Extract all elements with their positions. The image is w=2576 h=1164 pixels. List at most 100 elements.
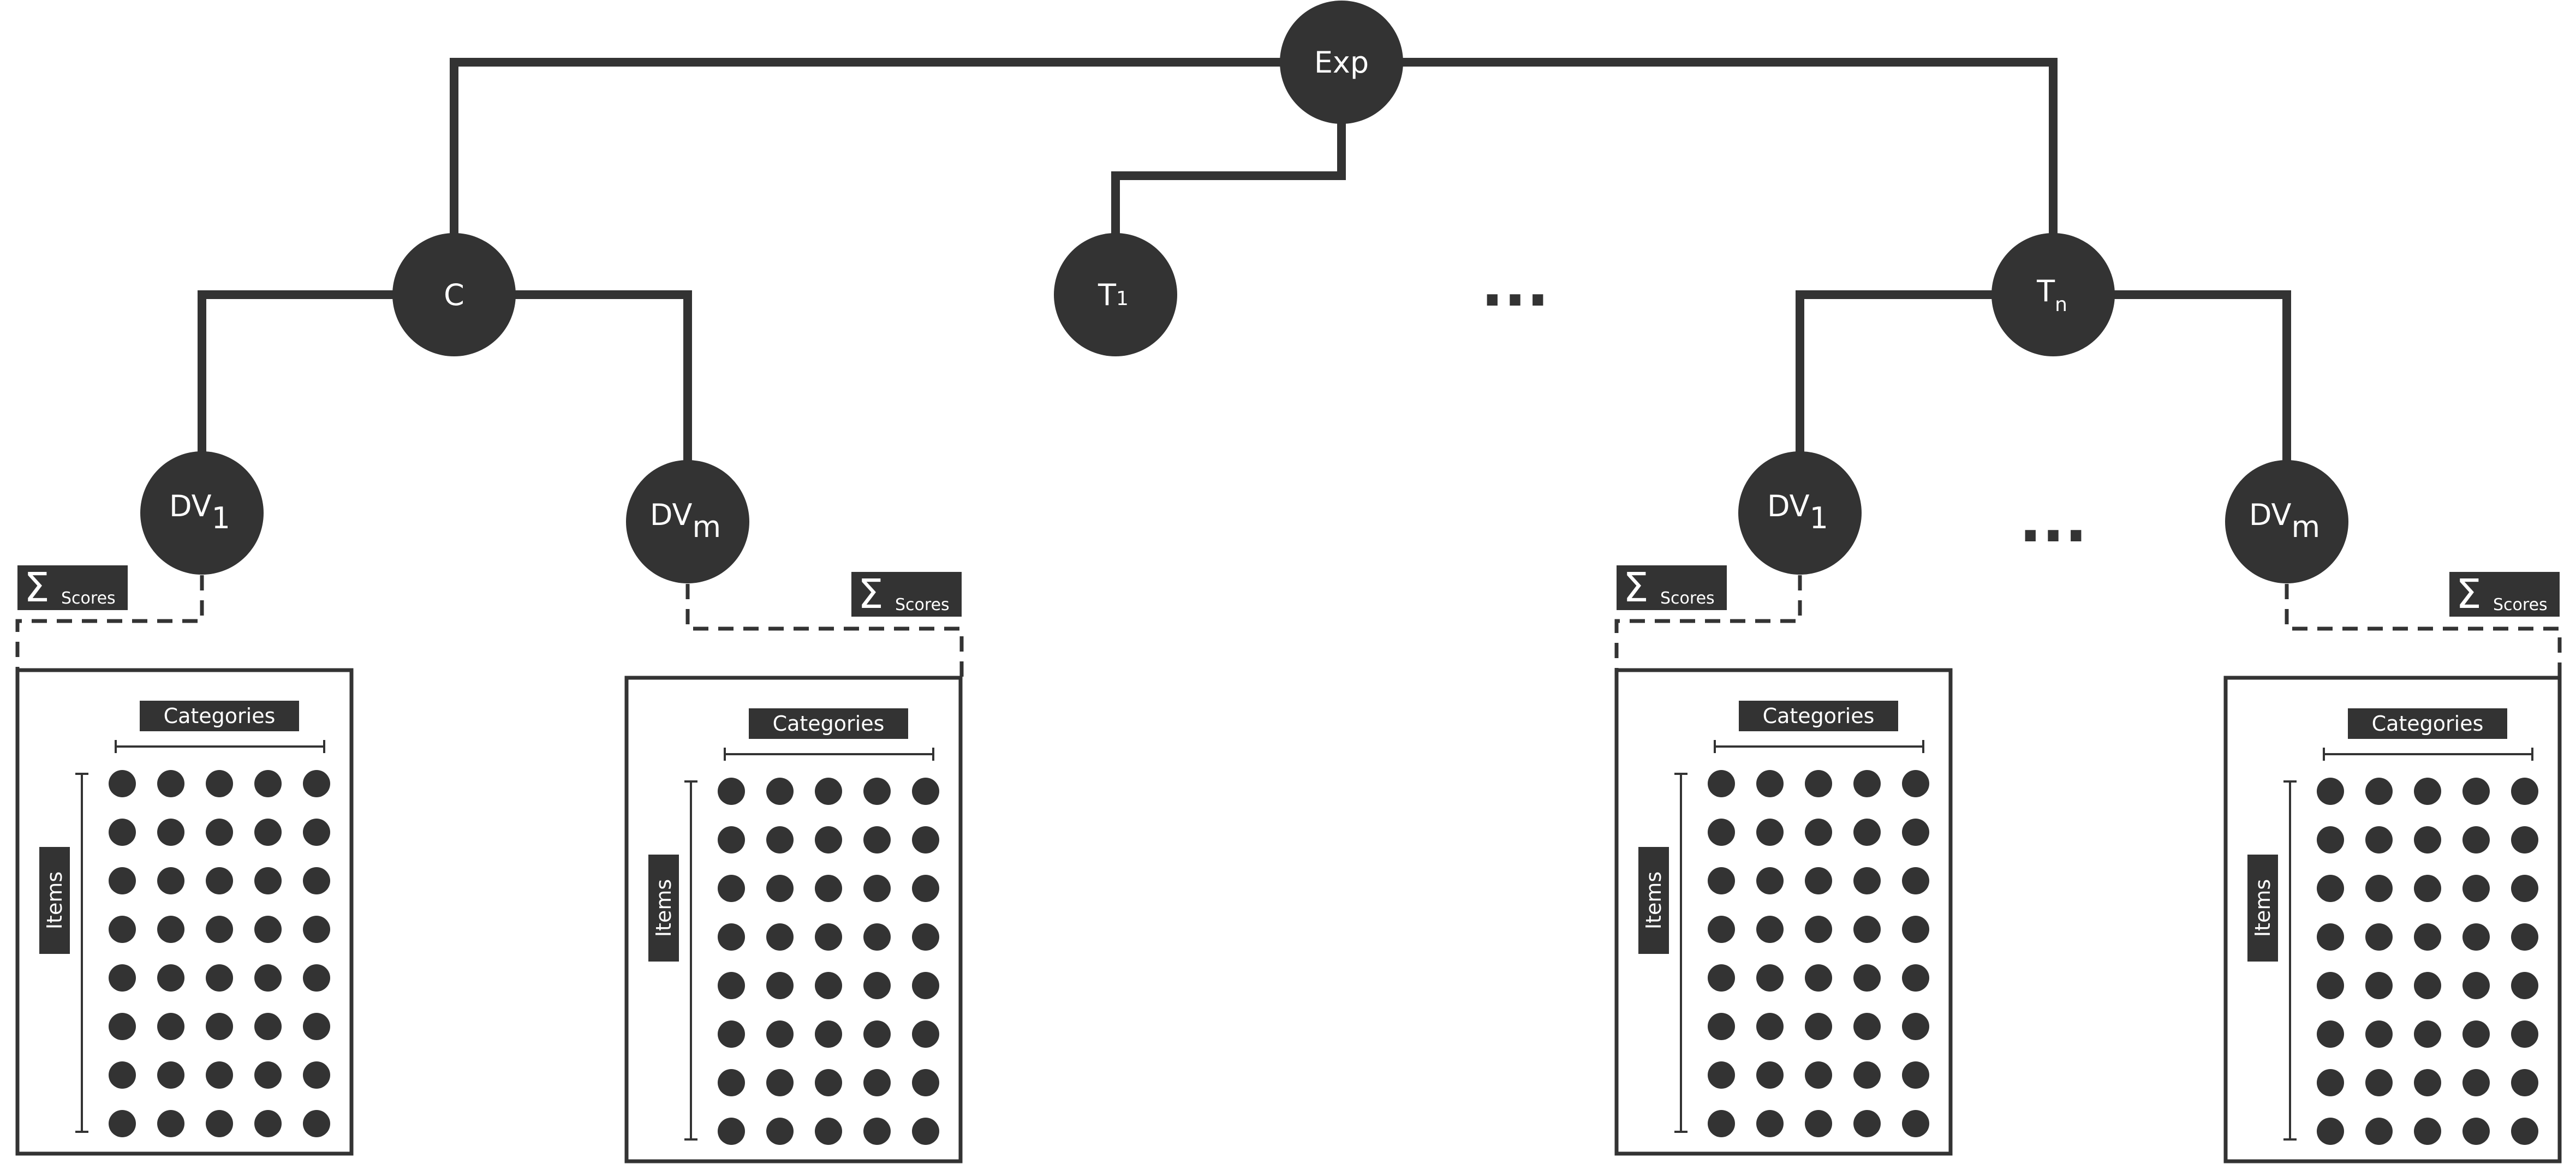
node-dvm-c-circle (626, 460, 749, 583)
sum-scores-label: Σ Scores (1617, 564, 1727, 611)
item-category-dot (815, 875, 842, 902)
dot-grid (718, 778, 939, 1145)
item-category-dot (1756, 867, 1784, 894)
panel-box (2223, 676, 2562, 1163)
item-category-dot (815, 1020, 842, 1048)
item-category-dot (1805, 916, 1832, 943)
items-label: Items (2247, 780, 2297, 1141)
node-tn-label: Tn (2036, 274, 2067, 316)
sigma-symbol: Σ (858, 571, 884, 618)
node-exp-label: Exp (1314, 45, 1369, 80)
item-category-dot (2511, 1069, 2538, 1096)
item-category-dot (718, 923, 745, 951)
item-category-dot (1902, 819, 1929, 846)
item-category-dot (1902, 916, 1929, 943)
item-category-dot (2511, 875, 2538, 902)
item-category-dot (109, 1061, 136, 1089)
item-category-dot (1708, 1061, 1735, 1089)
item-category-dot (863, 826, 891, 853)
item-category-dot (2365, 875, 2393, 902)
panel-box (15, 668, 354, 1156)
items-label-bg (1638, 847, 1669, 954)
node-dvm-c: DVm (626, 460, 749, 583)
items-span-bar (684, 780, 697, 1141)
items-span-bar (1674, 773, 1687, 1133)
item-category-dot (2414, 1020, 2441, 1048)
edge-tn-dvm (2053, 290, 2291, 522)
items-label: Items (39, 773, 88, 1133)
item-category-dot (2365, 923, 2393, 951)
item-category-dot (1853, 964, 1881, 992)
sigma-symbol: Σ (2456, 571, 2482, 618)
item-category-dot (863, 875, 891, 902)
item-category-dot (2365, 826, 2393, 853)
item-category-dot (718, 972, 745, 999)
dashed-connector (15, 575, 204, 670)
item-category-dot (1756, 1013, 1784, 1040)
categories-text: Categories (2372, 712, 2484, 736)
item-category-dot (1853, 1013, 1881, 1040)
item-category-dot (206, 1110, 233, 1137)
item-category-dot (1756, 819, 1784, 846)
item-category-dot (718, 826, 745, 853)
items-text: Items (652, 879, 676, 937)
item-category-dot (303, 964, 330, 992)
item-category-dot (912, 923, 939, 951)
item-category-dot (766, 826, 794, 853)
item-category-dot (2317, 826, 2344, 853)
items-label: Items (648, 780, 697, 1141)
item-category-dot (2317, 923, 2344, 951)
item-category-dot (206, 867, 233, 894)
item-category-dot (2317, 972, 2344, 999)
node-exp-circle (1280, 1, 1403, 124)
node-t1-label: T1 (1098, 278, 1129, 312)
item-category-dot (1805, 1061, 1832, 1089)
item-category-dot (157, 867, 184, 894)
node-dv1-c: DV1 (140, 451, 264, 575)
item-category-dot (2414, 875, 2441, 902)
item-category-dot (1708, 770, 1735, 797)
item-category-dot (1756, 964, 1784, 992)
item-category-dot (2414, 923, 2441, 951)
item-category-dot (1853, 819, 1881, 846)
item-category-dot (1853, 867, 1881, 894)
item-category-dot (2511, 923, 2538, 951)
item-category-dot (303, 1061, 330, 1089)
node-t1: T1 (1054, 233, 1177, 356)
item-category-dot (2511, 826, 2538, 853)
item-category-dot (157, 1110, 184, 1137)
item-category-dot (2414, 972, 2441, 999)
item-category-dot (206, 1013, 233, 1040)
item-category-dot (2414, 826, 2441, 853)
edge-c-dvm (454, 290, 692, 522)
item-category-dot (2462, 778, 2490, 805)
panel-box (1614, 668, 1953, 1156)
item-category-dot (863, 1020, 891, 1048)
item-category-dot (1853, 1061, 1881, 1089)
item-category-dot (109, 1013, 136, 1040)
items-span-bar (75, 773, 88, 1133)
node-exp: Exp (1280, 1, 1403, 124)
item-category-dot (863, 1118, 891, 1145)
categories-span-bar (724, 748, 934, 761)
item-category-dot (1756, 1061, 1784, 1089)
item-category-dot (1902, 770, 1929, 797)
item-category-dot (2317, 1069, 2344, 1096)
item-category-dot (1708, 867, 1735, 894)
sigma-symbol: Σ (1623, 564, 1649, 611)
item-category-dot (912, 826, 939, 853)
item-category-dot (863, 923, 891, 951)
item-category-dot (254, 916, 282, 943)
scores-text: Scores (1660, 589, 1715, 608)
items-text: Items (43, 871, 67, 929)
item-category-dot (206, 819, 233, 846)
item-category-dot (718, 875, 745, 902)
dashed-connector (2285, 584, 2562, 678)
node-dv1-c-label: DV1 (169, 489, 230, 535)
item-category-dot (109, 819, 136, 846)
item-category-dot (303, 916, 330, 943)
item-category-dot (254, 819, 282, 846)
item-category-dot (863, 778, 891, 805)
item-category-dot (766, 778, 794, 805)
